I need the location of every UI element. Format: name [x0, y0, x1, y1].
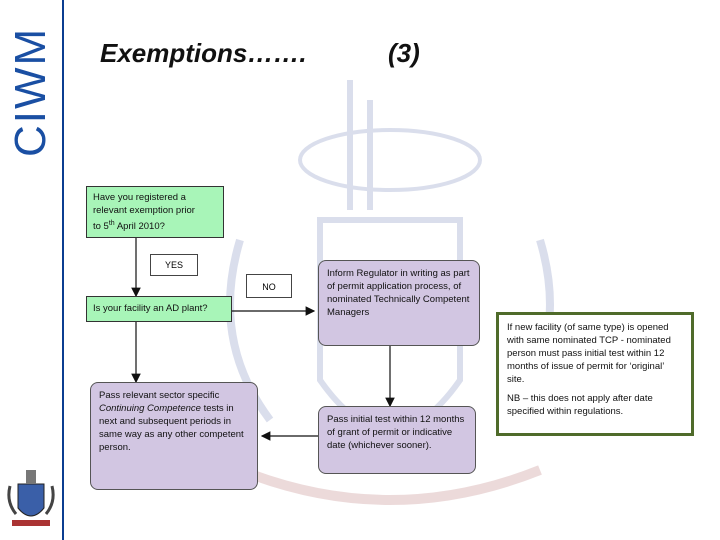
- yes-label: YES: [150, 254, 198, 276]
- no-label: NO: [246, 274, 292, 298]
- question-exemption-box: Have you registered a relevant exemption…: [86, 186, 224, 238]
- q2-text: Is your facility an AD plant?: [93, 303, 208, 314]
- competence-tests-box: Pass relevant sector specific Continuing…: [90, 382, 258, 490]
- question-ad-plant-box: Is your facility an AD plant?: [86, 296, 232, 322]
- q1-line3-post: April 2010?: [114, 221, 165, 233]
- inform-text: Inform Regulator in writing as part of p…: [327, 268, 470, 318]
- q1-line3-pre: to 5: [93, 221, 109, 233]
- crest-icon: [7, 470, 55, 526]
- note-para2: NB – this does not apply after date spec…: [507, 393, 653, 417]
- competence-text-italic: Continuing Competence: [99, 403, 201, 414]
- competence-text-pre: Pass relevant sector specific: [99, 390, 220, 401]
- inform-regulator-box: Inform Regulator in writing as part of p…: [318, 260, 480, 346]
- slide-number: (3): [388, 38, 420, 68]
- q1-line1: Have you registered a: [93, 192, 186, 203]
- q1-line2: relevant exemption prior: [93, 205, 195, 216]
- note-para1: If new facility (of same type) is opened…: [507, 322, 671, 385]
- competence-text-post: tests in next and subsequent periods in …: [99, 403, 244, 453]
- note-box: If new facility (of same type) is opened…: [496, 312, 694, 436]
- initial-test-text: Pass initial test within 12 months of gr…: [327, 414, 465, 451]
- page-title: Exemptions…….: [100, 38, 307, 68]
- initial-test-box: Pass initial test within 12 months of gr…: [318, 406, 476, 474]
- q1-line3-sup: th: [108, 220, 115, 227]
- sidebar: CIWM: [0, 0, 64, 540]
